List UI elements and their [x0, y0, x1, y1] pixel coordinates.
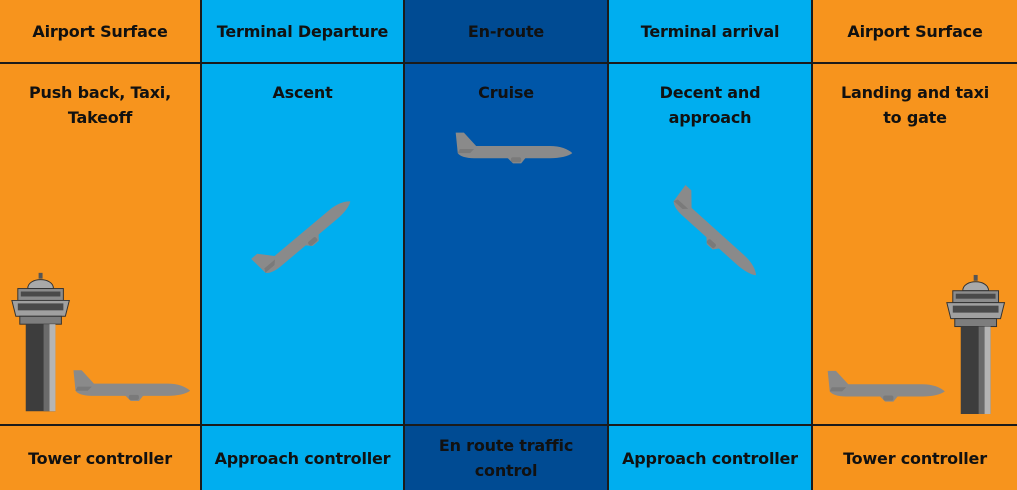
header-airport-surface-departure: Airport Surface — [0, 0, 202, 64]
controller-terminal-departure: Approach controller — [202, 426, 405, 490]
control-tower-icon — [11, 272, 70, 412]
phase-label: Decent and approach — [659, 83, 761, 127]
taxiing-airplane-icon — [73, 370, 191, 401]
header-terminal-departure: Terminal Departure — [202, 0, 405, 64]
header-airport-surface-arrival: Airport Surface — [813, 0, 1017, 64]
phase-terminal-departure: Ascent — [202, 64, 405, 426]
phase-label: Push back, Taxi, Takeoff — [29, 83, 171, 127]
phase-terminal-arrival: Decent and approach — [609, 64, 813, 426]
header-label: En-route — [467, 21, 545, 41]
ascending-airplane-icon — [251, 186, 357, 282]
controller-label: Approach controller — [622, 448, 798, 468]
terminal-departure-illustration — [251, 186, 357, 282]
controller-label: Tower controller — [843, 448, 987, 468]
controller-terminal-arrival: Approach controller — [609, 426, 813, 490]
header-terminal-arrival: Terminal arrival — [609, 0, 813, 64]
phase-label: Landing and taxi to gate — [841, 83, 989, 127]
cruising-airplane-icon — [455, 132, 573, 164]
phase-surface-arrival: Landing and taxi to gate — [813, 64, 1017, 426]
controller-label: En route traffic control — [438, 436, 574, 480]
en-route-illustration — [455, 132, 573, 164]
phase-surface-departure: Push back, Taxi, Takeoff — [0, 64, 202, 426]
phase-label: Cruise — [478, 83, 534, 102]
controller-surface-arrival: Tower controller — [813, 426, 1017, 490]
header-en-route: En-route — [405, 0, 609, 64]
taxiing-airplane-icon — [827, 370, 945, 402]
descending-airplane-icon — [665, 185, 770, 283]
controller-surface-departure: Tower controller — [0, 426, 202, 490]
phase-label: Ascent — [272, 83, 333, 102]
controller-en-route: En route traffic control — [405, 426, 609, 490]
header-label: Terminal arrival — [640, 21, 780, 41]
header-label: Airport Surface — [847, 21, 983, 41]
header-label: Airport Surface — [32, 21, 168, 41]
controller-label: Approach controller — [214, 448, 391, 468]
controller-label: Tower controller — [28, 448, 172, 468]
header-label: Terminal Departure — [216, 21, 389, 41]
control-tower-icon — [946, 274, 1005, 415]
phase-en-route: Cruise — [405, 64, 609, 426]
